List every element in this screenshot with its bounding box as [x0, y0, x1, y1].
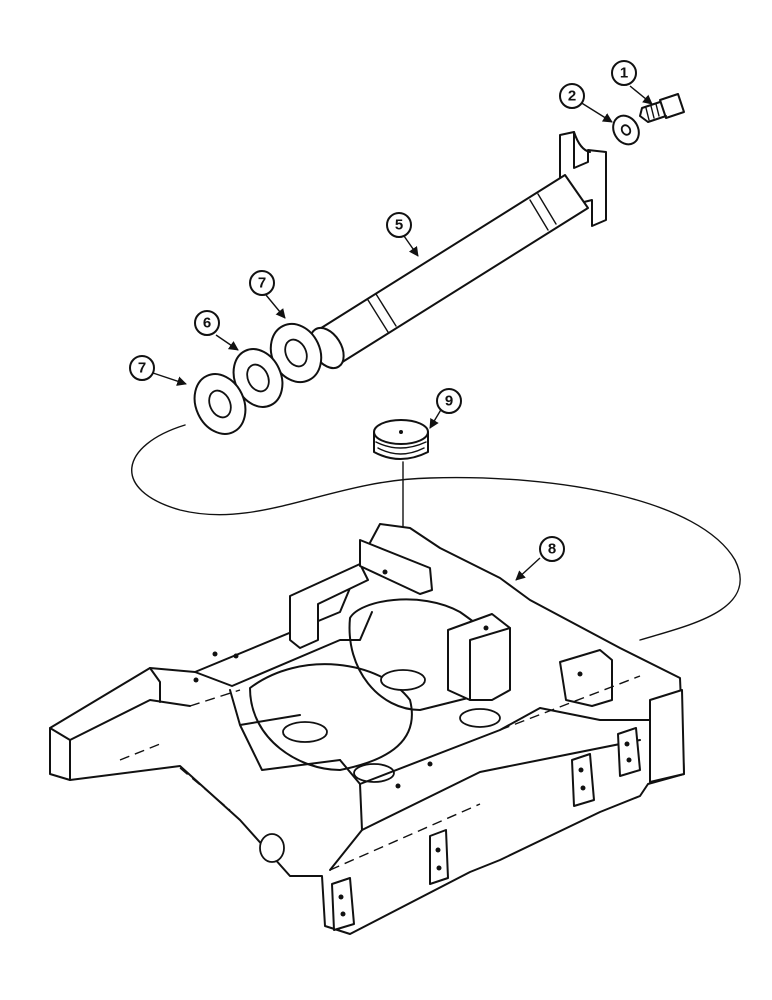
callout-5: 5 — [386, 212, 419, 257]
thrust-washer-upper-part — [269, 322, 323, 384]
shaft-part — [309, 131, 607, 370]
svg-text:9: 9 — [445, 393, 453, 410]
svg-text:2: 2 — [568, 88, 576, 105]
thrust-washer-lower-part — [193, 373, 247, 435]
svg-text:1: 1 — [620, 65, 628, 82]
callout-7-lower: 7 — [129, 355, 187, 386]
callout-6: 6 — [194, 310, 239, 351]
callout-2: 2 — [559, 83, 613, 123]
svg-text:7: 7 — [138, 360, 146, 377]
housing-part — [49, 523, 685, 935]
callout-8: 8 — [515, 536, 565, 581]
svg-text:6: 6 — [203, 315, 211, 332]
plug-part — [373, 419, 429, 460]
small-washer-part — [612, 114, 640, 146]
callout-9: 9 — [429, 388, 462, 429]
svg-text:8: 8 — [548, 541, 556, 558]
callout-1: 1 — [611, 60, 653, 105]
routing-line — [131, 424, 741, 641]
spacer-washer-part — [232, 348, 284, 408]
bolt-part — [639, 93, 685, 123]
svg-text:7: 7 — [258, 275, 266, 292]
callout-7-upper: 7 — [249, 270, 286, 319]
svg-text:5: 5 — [395, 217, 403, 234]
